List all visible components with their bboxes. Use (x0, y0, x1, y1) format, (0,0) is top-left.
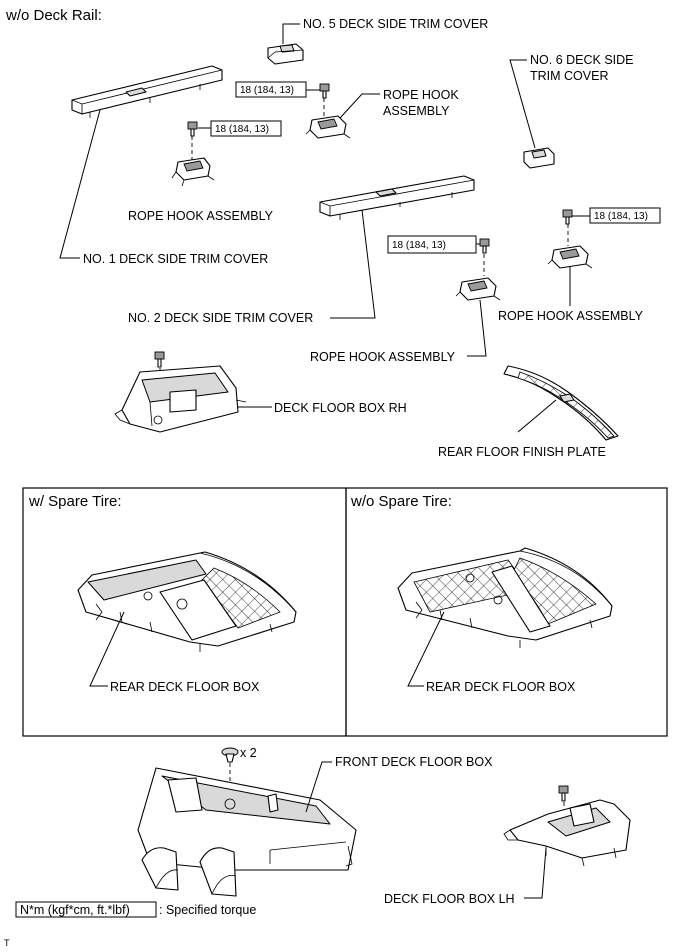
legend-description: : Specified torque (159, 903, 256, 917)
torque-value-t3: 18 (184, 13) (392, 240, 446, 251)
deck-floor-box-rh-part (114, 365, 247, 433)
no2-deck-side-trim-cover-part (319, 175, 475, 220)
no1-leader-line (59, 109, 101, 259)
no5-deck-side-trim-cover-part (267, 43, 304, 65)
torque-value-t2: 18 (184, 13) (215, 124, 269, 135)
no6-deck-side-trim-cover-label-line1: NO. 6 DECK SIDE (530, 53, 634, 67)
footer-mark: T (4, 938, 10, 948)
panel-title-with-spare-tire: w/ Spare Tire: (28, 493, 122, 510)
panel-without-spare-tire (345, 487, 668, 737)
clip-count-label: x 2 (240, 746, 257, 760)
rear-floor-finish-plate-leader (517, 399, 557, 433)
deck-floor-box-rh-label: DECK FLOOR BOX RH (274, 401, 407, 415)
no6-leader-line (509, 59, 536, 149)
rope-hook-assembly-top-part (305, 115, 351, 139)
rear-deck-floor-box-with-spare-part (77, 551, 297, 652)
front-deck-floor-box-label: FRONT DECK FLOOR BOX (335, 755, 493, 769)
rear-floor-finish-plate-label: REAR FLOOR FINISH PLATE (438, 445, 606, 459)
rope-hook-assembly-left-part (171, 157, 215, 187)
no1-deck-side-trim-cover-label: NO. 1 DECK SIDE TRIM COVER (83, 252, 268, 266)
rope-hook-assembly-top-label-line2: ASSEMBLY (383, 104, 450, 118)
bolt-icon (319, 83, 330, 99)
clip-icon (221, 747, 239, 763)
deck-floor-box-lh-leader (524, 847, 547, 899)
rope-hook-assembly-right-part (547, 245, 593, 269)
section-title-wo-deck-rail: w/o Deck Rail: (5, 7, 102, 24)
rear-deck-floor-box-2-leader (407, 611, 445, 687)
no6-deck-side-trim-cover-part (523, 147, 555, 169)
rope-hook-top-leader (339, 93, 380, 119)
no1-deck-side-trim-cover-part (71, 65, 223, 118)
torque-value-t4: 18 (184, 13) (594, 211, 648, 222)
no5-leader-line (282, 23, 300, 44)
legend-unit: N*m (kgf*cm, ft.*lbf) (20, 903, 130, 917)
front-deck-floor-box-leader (305, 761, 332, 813)
rear-deck-floor-box-1-label: REAR DECK FLOOR BOX (110, 680, 260, 694)
rope-hook-assembly-right-label: ROPE HOOK ASSEMBLY (498, 309, 644, 323)
torque-value-t1: 18 (184, 13) (240, 85, 294, 96)
panel-title-without-spare-tire: w/o Spare Tire: (350, 493, 452, 510)
deck-floor-box-lh-label: DECK FLOOR BOX LH (384, 892, 515, 906)
bolt-icon (562, 209, 573, 225)
rope-hook-assembly-left-label: ROPE HOOK ASSEMBLY (128, 209, 274, 223)
no6-deck-side-trim-cover-label-line2: TRIM COVER (530, 69, 608, 83)
front-deck-floor-box-part (137, 767, 357, 897)
rear-deck-floor-box-1-leader (89, 611, 125, 687)
deck-floor-box-lh-part (503, 799, 631, 867)
no2-deck-side-trim-cover-label: NO. 2 DECK SIDE TRIM COVER (128, 311, 313, 325)
bolt-icon (479, 238, 490, 254)
rope-hook-assembly-mid-label: ROPE HOOK ASSEMBLY (310, 350, 456, 364)
rear-deck-floor-box-without-spare-part (397, 547, 613, 648)
rear-floor-finish-plate-part (503, 365, 619, 441)
rope-hook-mid-leader (467, 299, 487, 357)
bolt-icon (187, 121, 198, 137)
rope-hook-assembly-top-label-line1: ROPE HOOK (383, 88, 459, 102)
bolt-icon (558, 785, 569, 802)
bolt-icon (154, 351, 165, 368)
rope-hook-assembly-mid-part (455, 277, 501, 301)
legend-unit-box (15, 901, 157, 918)
no5-deck-side-trim-cover-label: NO. 5 DECK SIDE TRIM COVER (303, 17, 488, 31)
rear-deck-floor-box-2-label: REAR DECK FLOOR BOX (426, 680, 576, 694)
no2-leader-line (330, 209, 376, 319)
